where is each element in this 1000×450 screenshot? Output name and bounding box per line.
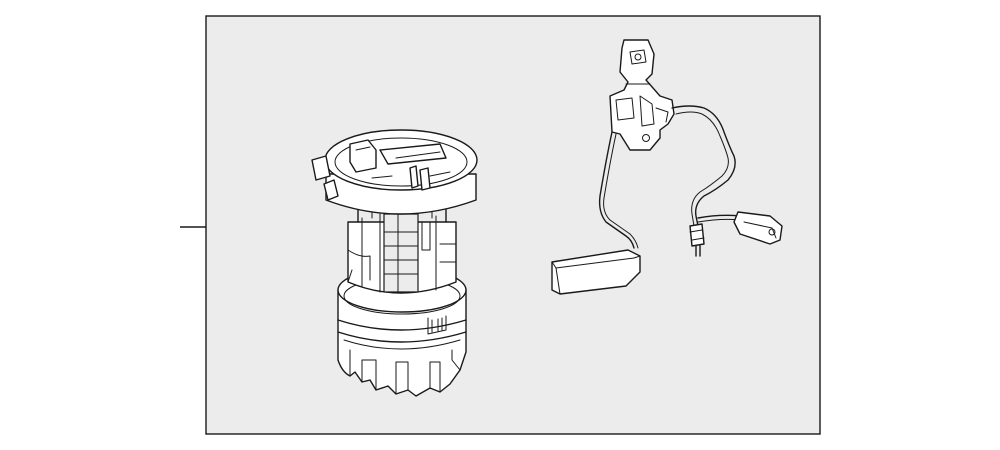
fuel-level-sender[interactable] (551, 39, 783, 295)
diagram-frame (205, 15, 821, 435)
fuel-pump-module[interactable] (311, 129, 478, 397)
